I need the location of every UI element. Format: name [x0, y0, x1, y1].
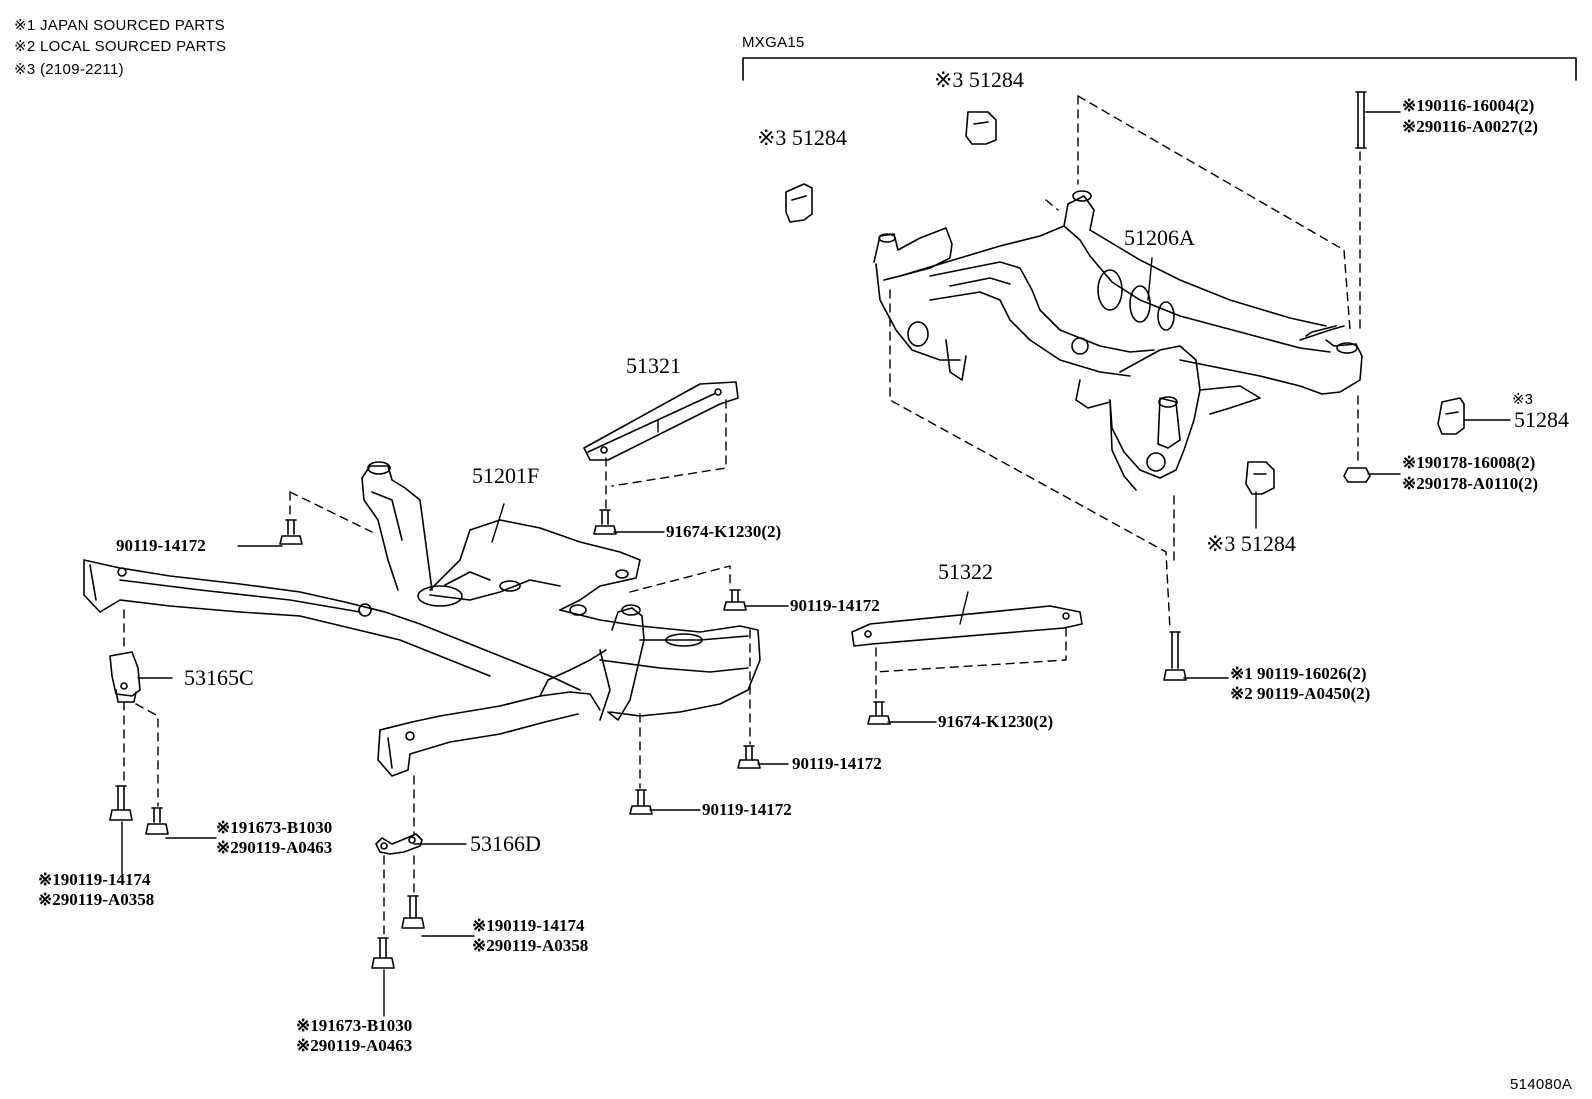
- part-51284-b[interactable]: ※3 51284: [934, 67, 1024, 92]
- part-51284-c-mark: ※3: [1512, 391, 1533, 408]
- part-51206A[interactable]: 51206A: [1124, 225, 1195, 250]
- note-japan-sourced: ※1 JAPAN SOURCED PARTS: [14, 17, 225, 34]
- nut-90178-A0110[interactable]: ※290178-A0110(2): [1402, 474, 1539, 493]
- stud-90116-A0027[interactable]: ※290116-A0027(2): [1402, 117, 1539, 136]
- note-date-range: ※3 (2109-2211): [14, 61, 124, 78]
- part-53166D[interactable]: 53166D: [470, 831, 541, 856]
- note-local-sourced: ※2 LOCAL SOURCED PARTS: [14, 38, 227, 55]
- bolt-90119-A0463-a[interactable]: ※290119-A0463: [216, 838, 333, 857]
- bolt-icon: [109, 785, 133, 821]
- bracket-51322: [851, 605, 1083, 647]
- bolt-icon: [401, 895, 425, 929]
- part-51284-c[interactable]: 51284: [1514, 407, 1569, 432]
- bushing-icon: [1437, 397, 1465, 435]
- bolt-91673-B1030-a[interactable]: ※191673-B1030: [216, 818, 333, 837]
- bolt-icon: [737, 745, 761, 769]
- bolt-91673-B1030-b[interactable]: ※191673-B1030: [296, 1016, 413, 1035]
- bolt-90119-14174-a[interactable]: ※190119-14174: [38, 870, 151, 889]
- nut-icon: [1343, 467, 1371, 483]
- bolt-90119-14172-c[interactable]: 90119-14172: [792, 754, 882, 773]
- bolt-90119-14174-b[interactable]: ※190119-14174: [472, 916, 585, 935]
- bolt-90119-14172-a[interactable]: 90119-14172: [116, 536, 206, 555]
- bolt-icon: [1163, 631, 1187, 681]
- bushing-icon: [785, 183, 813, 223]
- part-51284-d[interactable]: ※3 51284: [1206, 531, 1296, 556]
- bracket-53166D: [375, 833, 423, 855]
- part-53165C[interactable]: 53165C: [184, 665, 254, 690]
- bolt-icon: [593, 509, 617, 535]
- stud-bolt-icon: [1355, 91, 1367, 149]
- bolt-91674-K1230-b[interactable]: 91674-K1230(2): [938, 712, 1054, 731]
- bracket-51321: [583, 381, 739, 461]
- bolt-90119-A0450[interactable]: ※2 90119-A0450(2): [1230, 684, 1371, 703]
- bolt-90119-A0358-a[interactable]: ※290119-A0358: [38, 890, 155, 909]
- bolt-icon: [629, 789, 653, 815]
- nut-90178-16008[interactable]: ※190178-16008(2): [1402, 453, 1536, 472]
- bolt-icon: [371, 937, 395, 969]
- bolt-icon: [867, 701, 891, 725]
- part-51284-a[interactable]: ※3 51284: [757, 125, 847, 150]
- bolt-icon: [279, 519, 303, 545]
- bolt-90119-A0463-b[interactable]: ※290119-A0463: [296, 1036, 413, 1055]
- bracket-53165C: [109, 651, 141, 703]
- bolt-90119-14172-b[interactable]: 90119-14172: [790, 596, 880, 615]
- bolt-icon: [723, 589, 747, 611]
- rear-crossmember-51206A: [873, 190, 1363, 491]
- stud-90116-16004[interactable]: ※190116-16004(2): [1402, 96, 1535, 115]
- front-crossmember-51201F: [83, 461, 761, 777]
- bolt-90119-14172-d[interactable]: 90119-14172: [702, 800, 792, 819]
- part-51321[interactable]: 51321: [626, 353, 681, 378]
- bolt-icon: [145, 807, 169, 835]
- bolt-90119-16026[interactable]: ※1 90119-16026(2): [1230, 664, 1367, 683]
- leader-lines: [121, 111, 1511, 1017]
- bolt-90119-A0358-b[interactable]: ※290119-A0358: [472, 936, 589, 955]
- bolt-91674-K1230-a[interactable]: 91674-K1230(2): [666, 522, 782, 541]
- fasteners: [109, 91, 1465, 969]
- part-51201F[interactable]: 51201F: [472, 463, 540, 488]
- figure-code: 514080A: [1510, 1076, 1573, 1093]
- bushing-icon: [965, 111, 997, 145]
- model-code: MXGA15: [742, 34, 805, 51]
- model-bracket: [742, 57, 1577, 81]
- bushing-icon: [1245, 461, 1275, 495]
- part-51322[interactable]: 51322: [938, 559, 993, 584]
- guide-lines: [123, 95, 1361, 937]
